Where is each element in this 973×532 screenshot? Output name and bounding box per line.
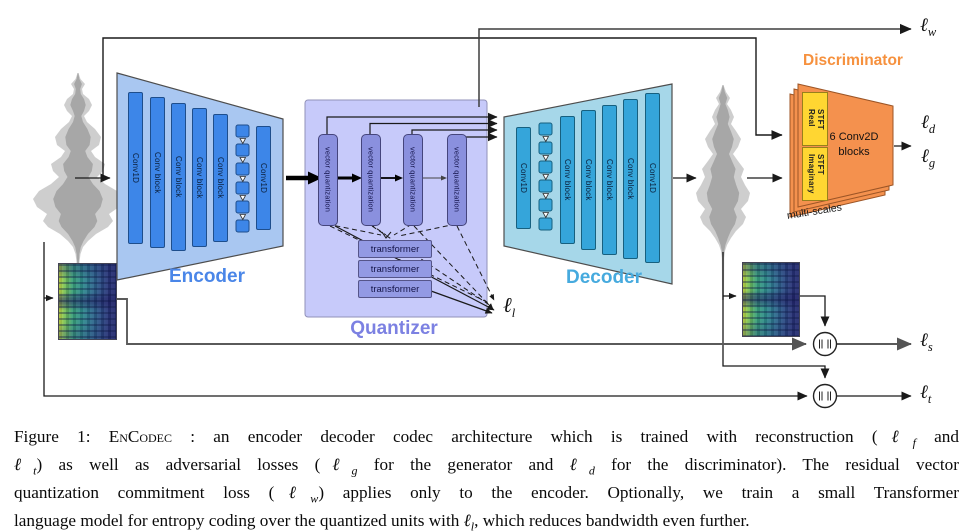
decoder-conv1d-2: Conv1D xyxy=(645,93,660,263)
transformer-2: transformer xyxy=(358,260,432,278)
encoder-label: Encoder xyxy=(168,266,246,287)
reconstructed-audio-waveform xyxy=(696,85,750,300)
orig-down-line xyxy=(43,242,808,401)
bar-label: Conv block xyxy=(195,156,204,199)
caption-text: for the discriminator). The residual vec… xyxy=(594,454,959,474)
decoder-label: Decoder xyxy=(565,267,643,288)
original-audio-waveform xyxy=(33,73,123,300)
original-mel-spectrogram xyxy=(58,263,117,340)
bar-label: Conv1D xyxy=(131,152,140,184)
encoder-conv1d-2: Conv1D xyxy=(256,126,271,230)
vq-label: vector quantization xyxy=(323,147,333,213)
vq-label: vector quantization xyxy=(452,147,462,213)
caption-text: for the generator and xyxy=(357,454,570,474)
loss-l: ℓl xyxy=(503,293,516,321)
spectral-lines xyxy=(115,298,912,351)
vector-quantization-1: vector quantization xyxy=(318,134,338,226)
vq-label: vector quantization xyxy=(408,147,418,213)
loss-symbol: ℓd xyxy=(569,454,595,478)
encoder-conv-block-1: Conv block xyxy=(150,97,165,248)
caption-line: quantization commitment loss (ℓw) applie… xyxy=(14,482,959,510)
loss-symbol: ℓw xyxy=(274,482,319,506)
loss-symbol: ℓt xyxy=(14,454,37,478)
transformer-1: transformer xyxy=(358,240,432,258)
encoder-lstm-chain xyxy=(235,124,250,233)
decoder-conv1d-1: Conv1D xyxy=(516,127,531,229)
vector-quantization-4: vector quantization xyxy=(447,134,467,226)
time-compare-node xyxy=(812,383,838,409)
caption-text: ) applies only to the encoder. Optionall… xyxy=(318,482,959,502)
reconstructed-mel-spectrogram xyxy=(742,262,800,337)
caption-text: and xyxy=(915,427,959,446)
bar-label: Conv block xyxy=(626,158,635,200)
caption-text: EnCodec xyxy=(108,427,173,446)
caption-line: language model for entropy coding over t… xyxy=(14,510,959,532)
discriminator-label: Discriminator xyxy=(803,52,903,69)
loss-g: ℓg xyxy=(921,146,936,170)
encoder-conv-block-3: Conv block xyxy=(192,108,207,247)
caption-text: language model for entropy coding over t… xyxy=(14,510,464,530)
caption-text: quantization commitment loss ( xyxy=(14,482,275,502)
conv2d-blocks-label: 6 Conv2D blocks xyxy=(829,131,879,158)
decoder-lstm-chain xyxy=(538,122,553,231)
signal-lines xyxy=(43,23,912,401)
vector-quantization-2: vector quantization xyxy=(361,134,381,226)
caption-text: , which reduces bandwidth even further. xyxy=(474,510,750,530)
loss-w: ℓw xyxy=(920,15,937,39)
bar-label: Conv1D xyxy=(648,162,657,194)
decoder-conv-block-1: Conv block xyxy=(560,116,575,244)
loss-t: ℓt xyxy=(920,382,932,406)
caption-line: ℓt) as well as adversarial losses (ℓg fo… xyxy=(14,454,959,482)
decoder-conv-block-4: Conv block xyxy=(623,99,638,259)
loss-d: ℓd xyxy=(921,112,936,136)
residual-arrows xyxy=(286,171,447,185)
bar-label: Conv block xyxy=(216,157,225,199)
caption-text: : an encoder decoder codec architecture … xyxy=(172,427,878,446)
bar-label: Conv block xyxy=(174,156,183,198)
loss-symbol: ℓg xyxy=(320,454,358,478)
transformer-label: transformer xyxy=(370,283,420,295)
bar-label: Conv1D xyxy=(259,162,268,194)
bar-label: Conv block xyxy=(584,159,593,201)
caption-line: Figure 1: EnCodec : an encoder decoder c… xyxy=(14,426,959,454)
encoder-conv-block-2: Conv block xyxy=(171,103,186,251)
original-topline xyxy=(102,37,783,178)
quantizer-label: Quantizer xyxy=(350,318,438,339)
caption-text: Figure 1: xyxy=(14,427,109,446)
orig-spec-out xyxy=(115,298,807,351)
figure-caption: Figure 1: EnCodec : an encoder decoder c… xyxy=(14,426,959,532)
transformer-3: transformer xyxy=(358,280,432,298)
decoder-conv-block-2: Conv block xyxy=(581,110,596,250)
vector-quantization-3: vector quantization xyxy=(403,134,423,226)
spectral-compare-node xyxy=(812,331,838,357)
encoder-conv1d-1: Conv1D xyxy=(128,92,143,244)
transformer-label: transformer xyxy=(370,263,420,275)
transformer-label: transformer xyxy=(370,243,420,255)
lw-line xyxy=(478,23,912,107)
loss-symbol: ℓl xyxy=(463,510,475,532)
recon-spec-out xyxy=(798,295,830,327)
quantizer-box xyxy=(304,99,488,318)
recon-down-line xyxy=(722,252,830,379)
loss-symbol: ℓf xyxy=(877,427,916,450)
vq-label: vector quantization xyxy=(366,147,376,213)
bar-label: Conv1D xyxy=(519,162,528,194)
decoder-conv-block-3: Conv block xyxy=(602,105,617,255)
bar-label: Conv block xyxy=(153,151,162,194)
bar-label: Conv block xyxy=(563,159,572,201)
loss-s: ℓs xyxy=(920,330,933,354)
bar-label: Conv block xyxy=(605,159,614,201)
caption-text: ) as well as adversarial losses ( xyxy=(36,454,321,474)
encoder-conv-block-4: Conv block xyxy=(213,114,228,242)
